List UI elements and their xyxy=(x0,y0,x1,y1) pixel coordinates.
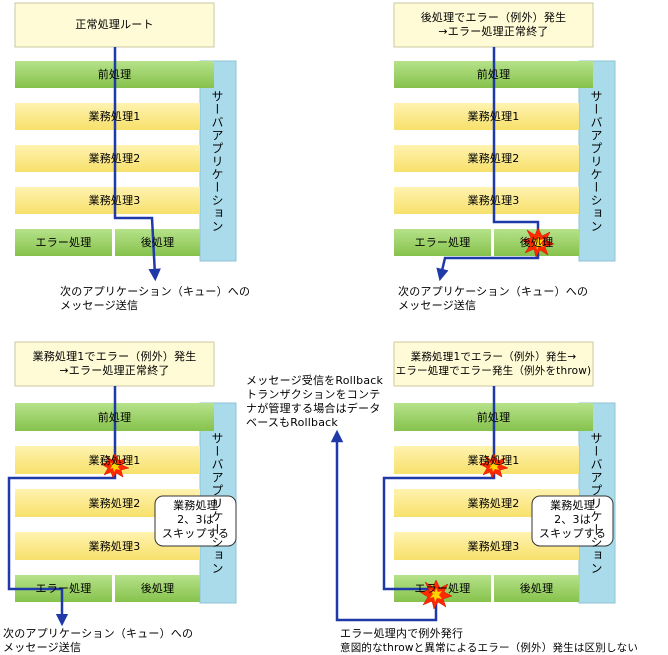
panel3-note-line1: 次のアプリケーション（キュー）への xyxy=(3,627,194,640)
panel3-skip-line1: 業務処理 xyxy=(173,499,218,512)
panel1-task1-label: 業務処理1 xyxy=(88,110,141,123)
panel2-title-line2: →エラー処理正常終了 xyxy=(438,25,549,38)
panel4-note-line1: エラー処理内で例外発行 xyxy=(340,627,464,640)
panel4-skip-line1: 業務処理 xyxy=(550,499,595,512)
panel1-error-label: エラー処理 xyxy=(35,236,92,249)
panel2-pre-label: 前処理 xyxy=(476,68,511,81)
panel4-title-box xyxy=(393,341,594,387)
panel1-post-block xyxy=(115,229,200,256)
rollback-note-line2: トランザクションをコンテ xyxy=(246,388,381,401)
panel1-note-line1: 次のアプリケーション（キュー）への xyxy=(60,285,251,298)
panel4-pre-label: 前処理 xyxy=(476,411,511,424)
panel1-note-line2: メッセージ送信 xyxy=(60,299,139,312)
panel4-error-label: エラー処理 xyxy=(414,582,471,595)
panel3-task3-label: 業務処理3 xyxy=(88,540,141,553)
panel3-error-label: エラー処理 xyxy=(35,582,92,595)
panel1-task2-block xyxy=(15,145,200,172)
panel4-flow-line xyxy=(330,386,496,622)
panel2-server-app xyxy=(578,60,616,262)
panel2-error-block xyxy=(394,229,491,256)
panel3-post-label: 後処理 xyxy=(140,582,175,595)
panel4-title-line2: エラー処理でエラー発生（例外をthrow) xyxy=(395,365,592,377)
panel3-task2-label: 業務処理2 xyxy=(88,497,141,510)
panel4-error-burst-icon-2 xyxy=(419,579,453,610)
panel4-title-line1: 業務処理1でエラー（例外）発生→ xyxy=(410,351,577,363)
panel2-error-label: エラー処理 xyxy=(414,236,471,249)
panel3-title-line2: →エラー処理正常終了 xyxy=(59,364,170,377)
panel1-flow-line xyxy=(113,47,161,282)
rollback-note-line1: メッセージ受信をRollback xyxy=(246,374,384,387)
panel3-skip-line2: 2、3は xyxy=(177,513,214,526)
panel1-pre-label: 前処理 xyxy=(97,68,132,81)
panel4-note-line2: 意図的なthrowと異常によるエラー（例外）発生は区別しない xyxy=(340,642,639,654)
panel3-skip-line3: スキップする xyxy=(161,527,230,540)
panel1-task2-label: 業務処理2 xyxy=(88,152,141,165)
panel4-post-label: 後処理 xyxy=(519,582,554,595)
panel1-server-app xyxy=(199,60,237,262)
panel4-skip-line3: スキップする xyxy=(538,527,607,540)
rollback-note-line4: ベースもRollback xyxy=(246,416,338,429)
panel1-post-label: 後処理 xyxy=(140,236,175,249)
panel1-task1-block xyxy=(15,103,200,130)
panel1-title-box xyxy=(14,2,215,48)
panel3-task1-label: 業務処理1 xyxy=(88,454,141,467)
panel2-note-line2: メッセージ送信 xyxy=(398,299,477,312)
panel4-post-block xyxy=(494,575,579,602)
panel3-error-burst-icon xyxy=(100,453,130,479)
rollback-note-line3: ナが管理する場合はデータ xyxy=(246,402,381,415)
panel4-task1-label: 業務処理1 xyxy=(467,454,520,467)
panel2-task2-label: 業務処理2 xyxy=(467,152,520,165)
panel2-error-burst-icon xyxy=(521,227,555,258)
panel3-title-box xyxy=(14,341,215,387)
panel2-post-label: 後処理 xyxy=(519,236,554,249)
panel-normal-route xyxy=(14,2,237,282)
panel4-skip-line2: 2、3は xyxy=(554,513,591,526)
panel3-skip-box xyxy=(154,495,237,547)
panel2-task3-label: 業務処理3 xyxy=(467,194,520,207)
panel3-pre-label: 前処理 xyxy=(97,411,132,424)
panel1-server-label: サーバアプリケーション xyxy=(210,90,224,233)
panel-task1-error xyxy=(7,341,237,627)
panel2-task2-block xyxy=(394,145,579,172)
panel2-task1-label: 業務処理1 xyxy=(467,110,520,123)
panel3-note-line2: メッセージ送信 xyxy=(3,641,82,654)
panel2-task1-block xyxy=(394,103,579,130)
panel-post-error xyxy=(393,2,616,282)
panel3-title-line1: 業務処理1でエラー（例外）発生 xyxy=(32,350,197,363)
panel1-task3-label: 業務処理3 xyxy=(88,194,141,207)
panel1-error-block xyxy=(15,229,112,256)
panel2-server-label: サーバアプリケーション xyxy=(589,90,603,233)
panel2-title-line1: 後処理でエラー（例外）発生 xyxy=(420,11,567,24)
panel1-title: 正常処理ルート xyxy=(75,18,154,31)
panel4-server-label: サーバアプリケーション xyxy=(589,432,603,575)
panel4-skip-box xyxy=(531,495,614,547)
panel3-server-label: サーバアプリケーション xyxy=(210,432,224,575)
panel4-error-burst-icon-1 xyxy=(479,453,509,479)
panel4-task2-label: 業務処理2 xyxy=(467,497,520,510)
panel2-task3-block xyxy=(394,187,579,214)
panel-error-in-error xyxy=(330,341,616,622)
panel4-task3-label: 業務処理3 xyxy=(467,540,520,553)
panel2-title-box xyxy=(393,2,594,48)
panel2-note-line1: 次のアプリケーション（キュー）への xyxy=(398,285,589,298)
panel1-task3-block xyxy=(15,187,200,214)
panel3-post-block xyxy=(115,575,200,602)
